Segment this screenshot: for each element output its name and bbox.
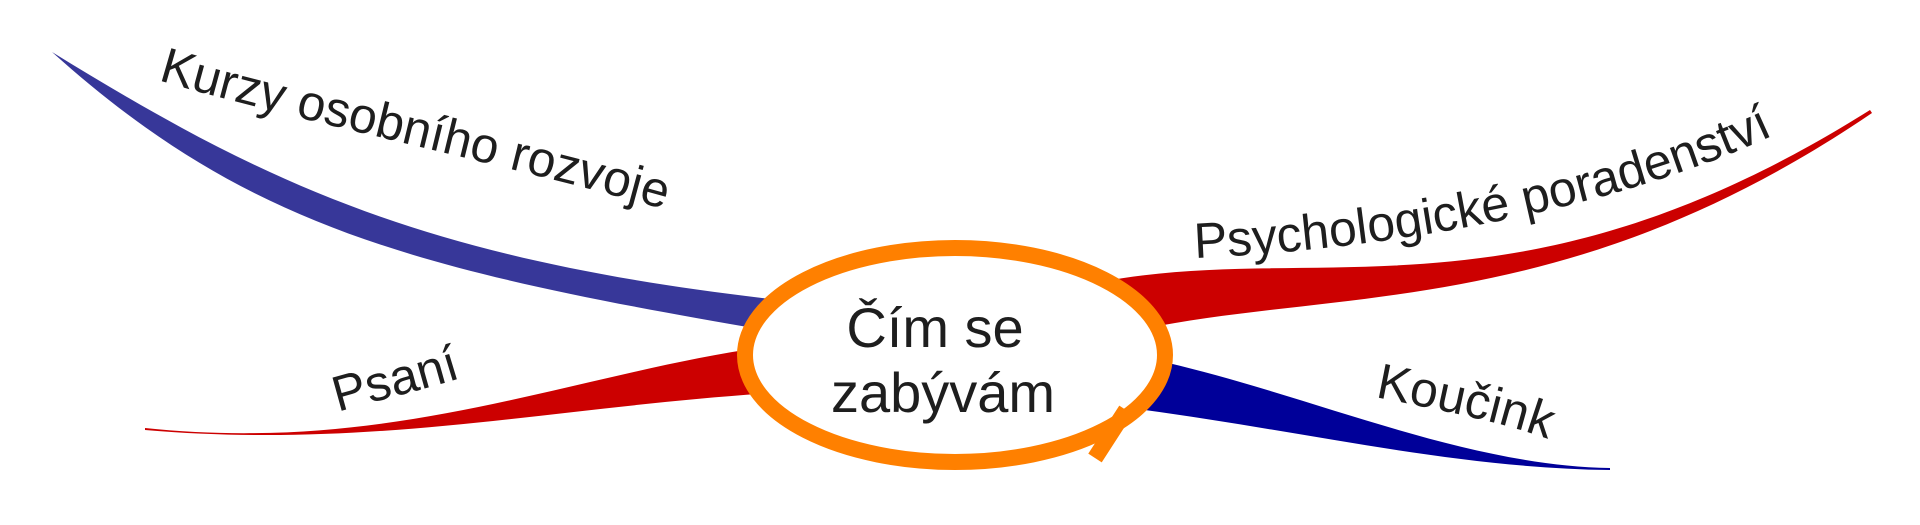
center-node-title-line2: zabývám xyxy=(831,361,1055,424)
center-node-title-line1: Čím se xyxy=(846,296,1023,359)
branch-label-psani: Psaní xyxy=(326,335,465,423)
branch-label-psychologicke: Psychologické poradenství xyxy=(1192,94,1778,269)
branch-label-kurzy: Kurzy osobního rozvoje xyxy=(155,37,677,220)
branch-psychologicke xyxy=(1100,110,1872,334)
center-node-ring-tail xyxy=(1088,405,1133,463)
branch-koucink xyxy=(1130,355,1610,470)
branch-psani xyxy=(145,345,790,436)
branch-kurzy xyxy=(52,52,795,335)
center-node-ring xyxy=(737,240,1173,470)
